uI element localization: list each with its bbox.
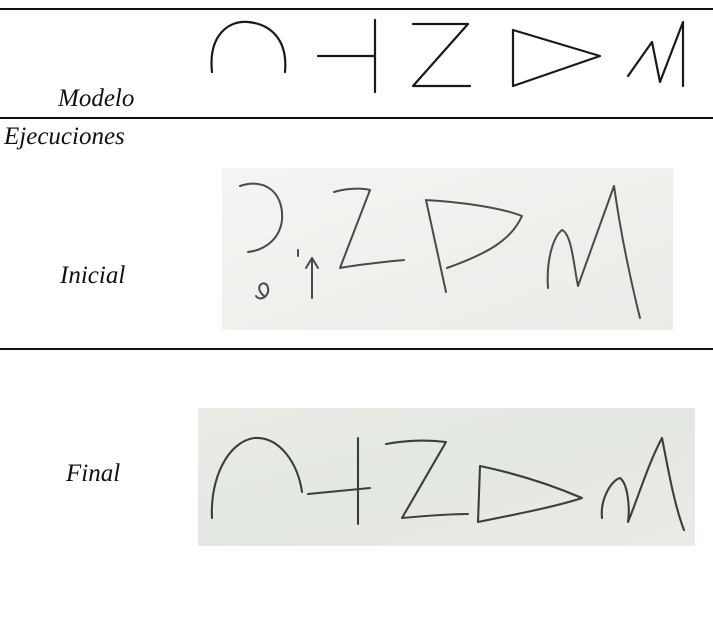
ejecuciones-label: Ejecuciones [4, 123, 125, 150]
final-execution-drawing [198, 408, 695, 546]
triangle-symbol [511, 28, 602, 88]
modelo-label: Modelo [58, 85, 135, 112]
tack-symbol [316, 18, 377, 94]
z-symbol [411, 22, 472, 88]
initial-row-rule [0, 348, 713, 350]
initial-spiral-stroke [255, 282, 270, 300]
final-execution-photo [198, 408, 695, 546]
model-symbols-drawing [210, 18, 685, 94]
final-z-stroke [384, 439, 470, 520]
initial-hook-stroke [239, 182, 284, 253]
initial-triangle-stroke [425, 199, 523, 293]
model-row-rule [0, 117, 713, 119]
model-symbols [200, 14, 700, 94]
initial-m-stroke [546, 185, 641, 319]
arch-symbol [210, 20, 287, 74]
table-top-rule [0, 8, 713, 10]
final-label: Final [66, 460, 121, 487]
initial-arrow-stroke [305, 257, 319, 299]
final-tack-stroke [306, 436, 372, 526]
m-symbol [626, 20, 685, 88]
final-triangle-stroke [476, 464, 584, 524]
inicial-label: Inicial [60, 262, 126, 289]
initial-execution-photo [222, 168, 673, 330]
initial-z-stroke [333, 187, 405, 269]
final-m-stroke [600, 436, 686, 532]
initial-execution-drawing [222, 168, 673, 330]
final-arch-stroke [210, 436, 304, 520]
